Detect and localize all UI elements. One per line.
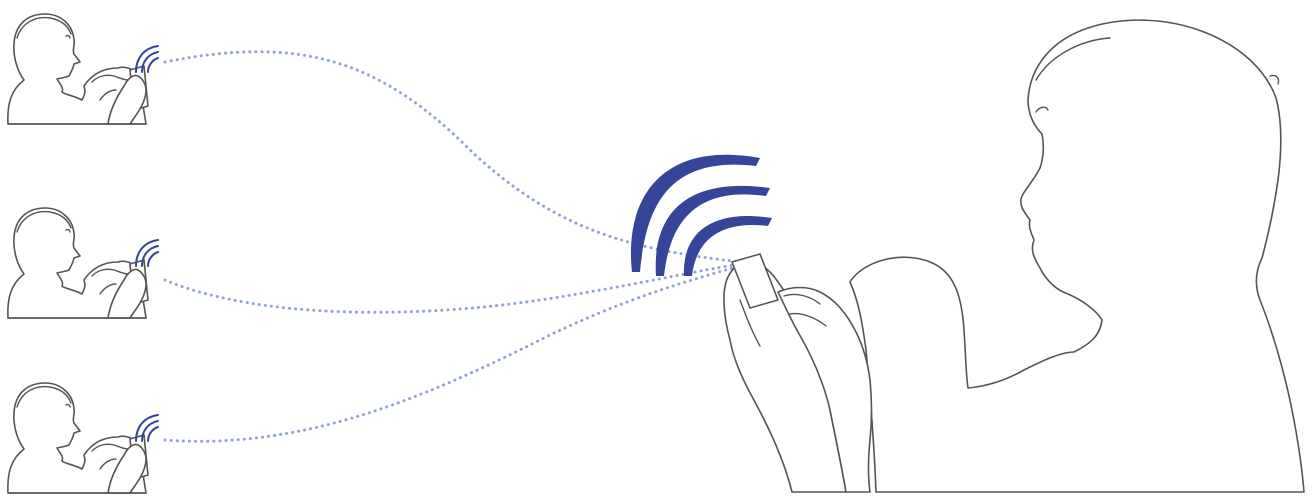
connection-line-peer-3 (165, 266, 740, 441)
connection-line-peer-1 (165, 52, 740, 262)
peer-person-1 (8, 14, 158, 124)
person-silhouette-icon (8, 383, 148, 493)
host-silhouette-icon (850, 20, 1304, 492)
peer-person-3 (8, 383, 158, 493)
peer-person-2 (8, 208, 158, 318)
host-person (724, 20, 1304, 492)
connection-line-peer-2 (165, 264, 740, 312)
person-silhouette-icon (8, 14, 148, 124)
person-silhouette-icon (8, 208, 148, 318)
